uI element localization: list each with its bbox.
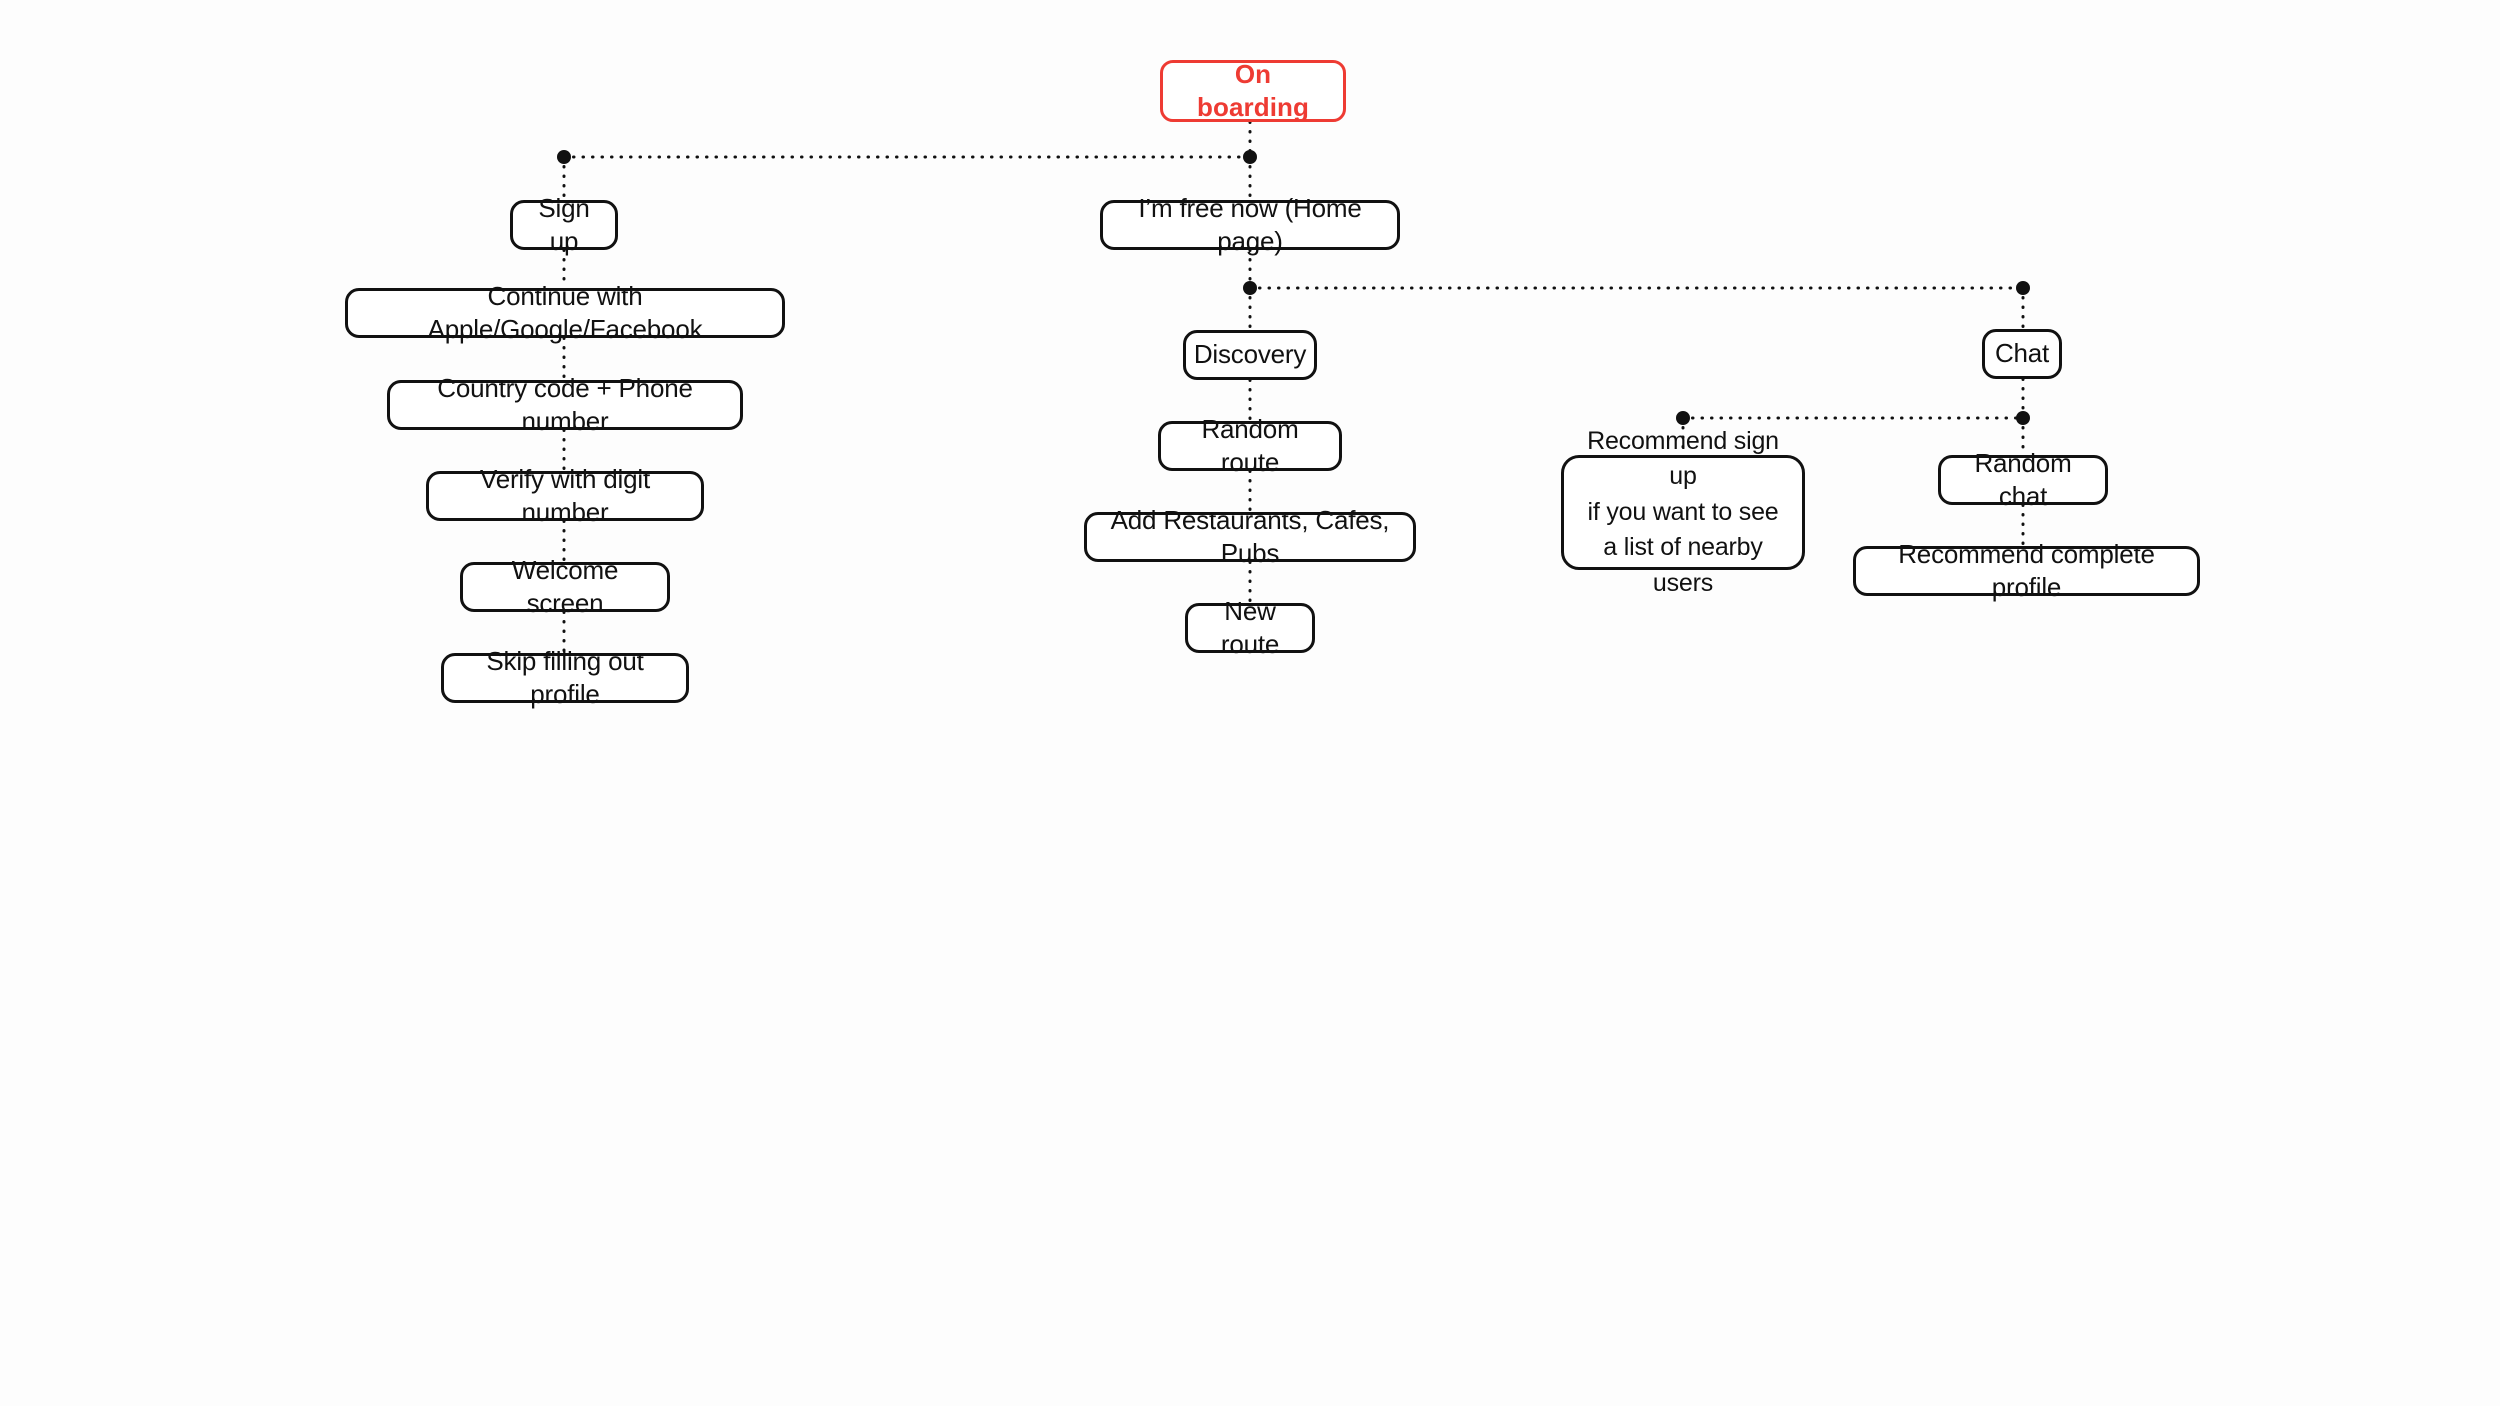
node-random-chat[interactable]: Random chat	[1938, 448, 2108, 511]
node-recommend-complete-profile[interactable]: Recommend complete profile	[1853, 539, 2200, 602]
junction-home-left	[1243, 281, 1257, 295]
node-im-free-now[interactable]: I’m free now (Home page)	[1100, 193, 1400, 256]
node-country-code-phone[interactable]: Country code + Phone number	[387, 373, 743, 436]
node-discovery[interactable]: Discovery	[1183, 330, 1317, 380]
node-skip-profile[interactable]: Skip filling out profile	[441, 646, 689, 709]
node-on-boarding[interactable]: On boarding	[1160, 59, 1346, 122]
node-random-route[interactable]: Random route	[1158, 414, 1342, 477]
node-sign-up[interactable]: Sign up	[510, 193, 618, 256]
node-recommend-sign-up[interactable]: Recommend sign up if you want to see a l…	[1561, 427, 1805, 597]
junction-home-right	[2016, 281, 2030, 295]
node-verify-digit[interactable]: Verify with digit number	[426, 464, 704, 527]
node-continue-with[interactable]: Continue with Apple/Google/Facebook	[345, 281, 785, 344]
node-add-places[interactable]: Add Restaurants, Cafes, Pubs	[1084, 505, 1416, 568]
node-welcome-screen[interactable]: Welcome screen	[460, 555, 670, 618]
node-new-route[interactable]: New route	[1185, 596, 1315, 659]
junction-onboarding-left	[557, 150, 571, 164]
junction-onboarding-right	[1243, 150, 1257, 164]
node-chat[interactable]: Chat	[1982, 329, 2062, 379]
junction-chat-right	[2016, 411, 2030, 425]
